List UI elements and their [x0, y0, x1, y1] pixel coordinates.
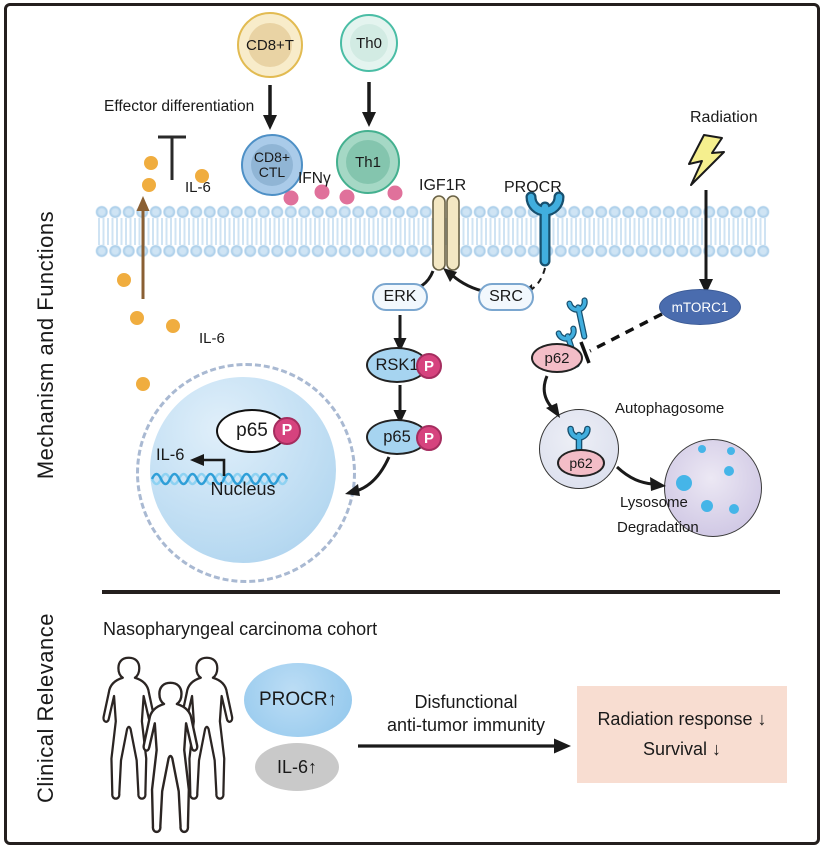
marker-il6-up: IL-6↑ — [255, 743, 339, 791]
marker-procr-up: PROCR↑ — [244, 663, 352, 737]
section-divider — [102, 590, 780, 594]
nucleus-dashed-envelope — [136, 363, 356, 583]
cell-cd8-ctl-label: CD8+ CTL — [253, 149, 291, 180]
label-lysosome: Lysosome — [620, 494, 688, 511]
cell-cd8-ctl-cytoplasm — [251, 144, 293, 186]
label-il6-gene: IL-6 — [156, 446, 185, 464]
label-il6-upper: IL-6 — [185, 179, 211, 196]
cell-th1: Th1 — [336, 130, 400, 194]
molecule-mtorc1: mTORC1 — [659, 289, 741, 325]
label-effector-differentiation: Effector differentiation — [104, 98, 255, 115]
effect-caption-line2: anti-tumor immunity — [386, 715, 546, 735]
cell-cd8t-cytoplasm — [248, 23, 292, 67]
label-radiation: Radiation — [690, 109, 758, 126]
label-il6-cytoplasm: IL-6 — [199, 330, 225, 347]
molecule-p62-autophagosome: p62 — [557, 449, 605, 477]
effect-caption: Disfunctional anti-tumor immunity — [380, 691, 552, 737]
effect-caption-line1: Disfunctional — [414, 692, 518, 712]
molecule-erk: ERK — [372, 283, 428, 311]
membrane-outer-leaflet — [95, 205, 770, 219]
cell-cd8t: CD8+T — [237, 12, 303, 78]
cohort-title: Nasopharyngeal carcinoma cohort — [103, 619, 378, 639]
label-igf1r: IGF1R — [419, 177, 467, 194]
label-nucleus: Nucleus — [210, 479, 276, 499]
outcome-box: Radiation response ↓ Survival ↓ — [577, 686, 787, 783]
cell-th1-cytoplasm — [346, 140, 390, 184]
nucleus-body — [150, 377, 336, 563]
cell-th0-label: Th0 — [356, 34, 382, 52]
cell-cd8t-label: CD8+T — [246, 36, 294, 54]
outcome-survival: Survival ↓ — [642, 739, 722, 759]
label-autophagosome: Autophagosome — [615, 400, 725, 417]
cell-th1-label: Th1 — [355, 153, 381, 171]
molecule-p62: p62 — [531, 343, 583, 373]
cell-th0: Th0 — [340, 14, 398, 72]
membrane-lipid-tails — [98, 218, 767, 245]
phospho-badge-p65: P — [416, 425, 442, 451]
molecule-p65-nuclear: p65 — [216, 409, 288, 453]
phospho-badge-rsk1: P — [416, 353, 442, 379]
phospho-badge-p65-nuclear: P — [273, 417, 301, 445]
outer-frame — [4, 3, 820, 845]
cell-cd8-ctl: CD8+ CTL — [241, 134, 303, 196]
section-label-mechanism: Mechanism and Functions — [32, 210, 58, 480]
cell-th0-cytoplasm — [350, 24, 388, 62]
molecule-src: SRC — [478, 283, 534, 311]
label-ifn-gamma: IFNγ — [298, 170, 331, 187]
label-procr: PROCR — [504, 179, 562, 196]
membrane-inner-leaflet — [95, 244, 770, 258]
section-label-clinical: Clinical Relevance — [32, 613, 58, 803]
outcome-radiation-response: Radiation response ↓ — [597, 709, 767, 729]
label-degradation: Degradation — [617, 519, 699, 536]
